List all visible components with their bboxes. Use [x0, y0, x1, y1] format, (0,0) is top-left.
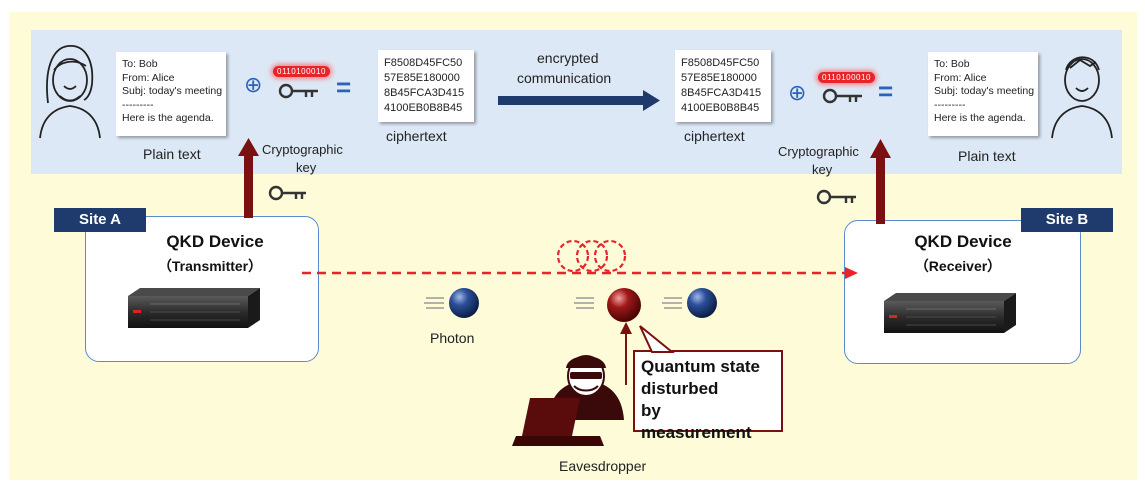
person-bob-icon: [1051, 56, 1113, 139]
plain-text-label-left: Plain text: [143, 146, 201, 162]
key-icon: [268, 185, 306, 201]
key-icon: [816, 189, 856, 205]
quantum-channel: [302, 267, 858, 279]
ciphertext-label-left: ciphertext: [386, 128, 447, 144]
site-a-tag: Site A: [54, 208, 146, 232]
key-arrow-left: [238, 138, 259, 218]
plain-text-note-right: To: Bob From: Alice Subj: today's meetin…: [928, 52, 1038, 136]
encrypted-label-line1: encrypted: [537, 50, 599, 66]
site-b-device-title: QKD Device: [914, 232, 1012, 251]
server-icon: [128, 288, 260, 328]
key-bits-right: 0110100010: [818, 72, 875, 83]
site-a-device-role: （Transmitter）: [157, 258, 263, 274]
key-icon: [822, 88, 862, 104]
plain-text-label-right: Plain text: [958, 148, 1016, 164]
server-icon: [884, 293, 1016, 333]
crypto-key-label-left-1: Cryptographic: [262, 142, 343, 157]
site-b-device-role: （Receiver）: [914, 258, 1002, 274]
ciphertext-label-right: ciphertext: [684, 128, 745, 144]
site-b-tag: Site B: [1021, 208, 1113, 232]
laptop-icon: [512, 398, 604, 446]
callout-pointer: [639, 325, 675, 353]
eavesdropper-label: Eavesdropper: [559, 458, 647, 474]
ciphertext-note-right: F8508D45FC50 57E85E180000 8B45FCA3D415 4…: [675, 50, 771, 122]
crypto-key-label-left-2: key: [296, 160, 317, 175]
plain-text-note-left: To: Bob From: Alice Subj: today's meetin…: [116, 52, 226, 136]
photon-icon: [662, 288, 717, 318]
xor-symbol-left: ⊕: [244, 72, 263, 97]
crypto-key-label-right-2: key: [812, 162, 833, 177]
measurement-arrow: [620, 322, 632, 385]
xor-symbol-right: ⊕: [788, 80, 807, 105]
equals-symbol-left: =: [336, 72, 352, 102]
crypto-key-label-right-1: Cryptographic: [778, 144, 859, 159]
key-bits-left: 0110100010: [273, 66, 330, 77]
encrypted-communication-arrow: [498, 90, 660, 111]
equals-symbol-right: =: [878, 76, 894, 106]
encrypted-label-line2: communication: [517, 70, 612, 86]
disturbance-rings-icon: [556, 239, 627, 273]
person-alice-icon: [39, 45, 101, 139]
photon-icon: [574, 288, 641, 322]
site-a-device-title: QKD Device: [166, 232, 264, 251]
quantum-state-callout: Quantum state disturbed by measurement: [633, 350, 783, 442]
key-arrow-right: [870, 139, 891, 224]
site-b-box: [844, 220, 1081, 364]
ciphertext-note-left: F8508D45FC50 57E85E180000 8B45FCA3D415 4…: [378, 50, 474, 122]
key-icon: [278, 83, 318, 99]
photon-icon: [424, 288, 479, 318]
photon-label: Photon: [430, 330, 475, 346]
